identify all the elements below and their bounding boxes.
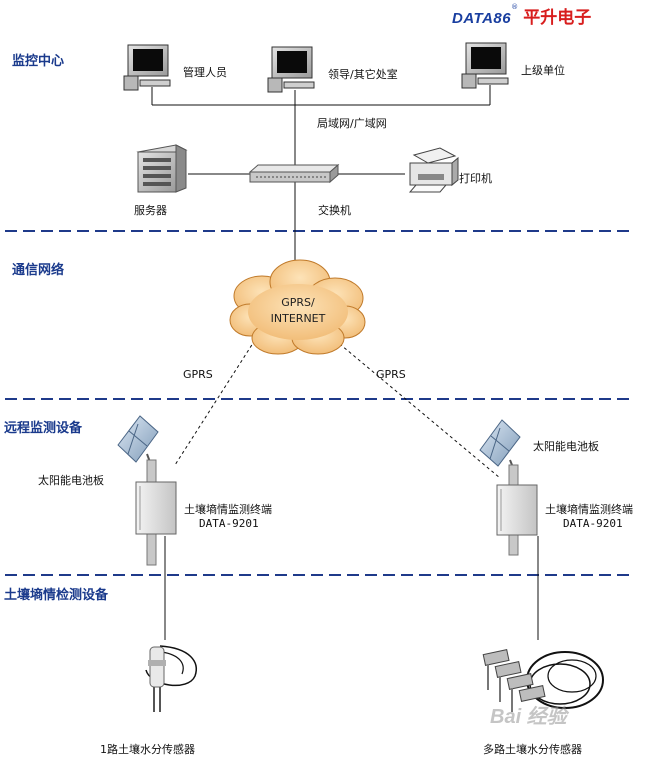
brand-logo: DATA86® 平升电子 (452, 3, 591, 28)
cloud-label-line2: INTERNET (270, 312, 326, 325)
label-terminal-left-model: DATA-9201 (199, 517, 259, 530)
solar-panel-right (479, 419, 521, 471)
label-gprs-left: GPRS (183, 368, 213, 381)
label-terminal-right-name: 土壤墒情监测终端 (545, 503, 633, 516)
section-comm-network: 通信网络 (12, 263, 65, 278)
solar-panel-left (117, 415, 159, 463)
switch-icon (248, 163, 340, 184)
terminal-box-left (135, 481, 177, 535)
multi-sensor-icon (482, 649, 604, 712)
label-gprs-right: GPRS (376, 368, 406, 381)
printer-icon (408, 147, 459, 193)
label-leaders: 领导/其它处室 (328, 68, 398, 81)
section-remote-monitor: 远程监测设备 (4, 421, 83, 436)
server-icon (136, 144, 188, 193)
brand-name-cn: 平升电子 (523, 8, 592, 28)
terminal-box-right (496, 484, 538, 536)
label-solar-right: 太阳能电池板 (533, 440, 599, 453)
label-solar-left: 太阳能电池板 (38, 474, 104, 487)
brand-reg-mark: ® (511, 3, 519, 11)
single-sensor-icon (145, 645, 197, 712)
cloud-label: GPRS/ INTERNET (258, 295, 338, 327)
label-terminal-right-model: DATA-9201 (563, 517, 623, 530)
label-sensor-single: 1路土壤水分传感器 (100, 743, 195, 756)
label-lan-wan: 局域网/广域网 (317, 117, 387, 130)
gprs-link-right (334, 339, 501, 479)
lan-lines (151, 85, 539, 640)
brand-name-en: DATA86 (452, 10, 512, 27)
gprs-link-left (174, 339, 256, 466)
label-sensor-multi: 多路土壤水分传感器 (483, 743, 582, 756)
watermark: Bai 经验 (490, 706, 567, 728)
pc-icon-superior (461, 42, 509, 89)
label-terminal-left-name: 土壤墒情监测终端 (184, 503, 272, 516)
section-monitor-center: 监控中心 (12, 54, 65, 69)
pc-icon-leaders (267, 46, 315, 93)
label-server: 服务器 (134, 204, 167, 217)
cloud-icon (229, 259, 366, 355)
label-switch: 交换机 (318, 204, 351, 217)
pc-icon-admin (123, 44, 171, 91)
label-superior: 上级单位 (521, 64, 565, 77)
cloud-label-line1: GPRS/ (281, 296, 315, 309)
label-printer: 打印机 (459, 172, 492, 185)
label-admin: 管理人员 (183, 66, 227, 79)
section-soil-detect: 土壤墒情检测设备 (4, 588, 109, 603)
